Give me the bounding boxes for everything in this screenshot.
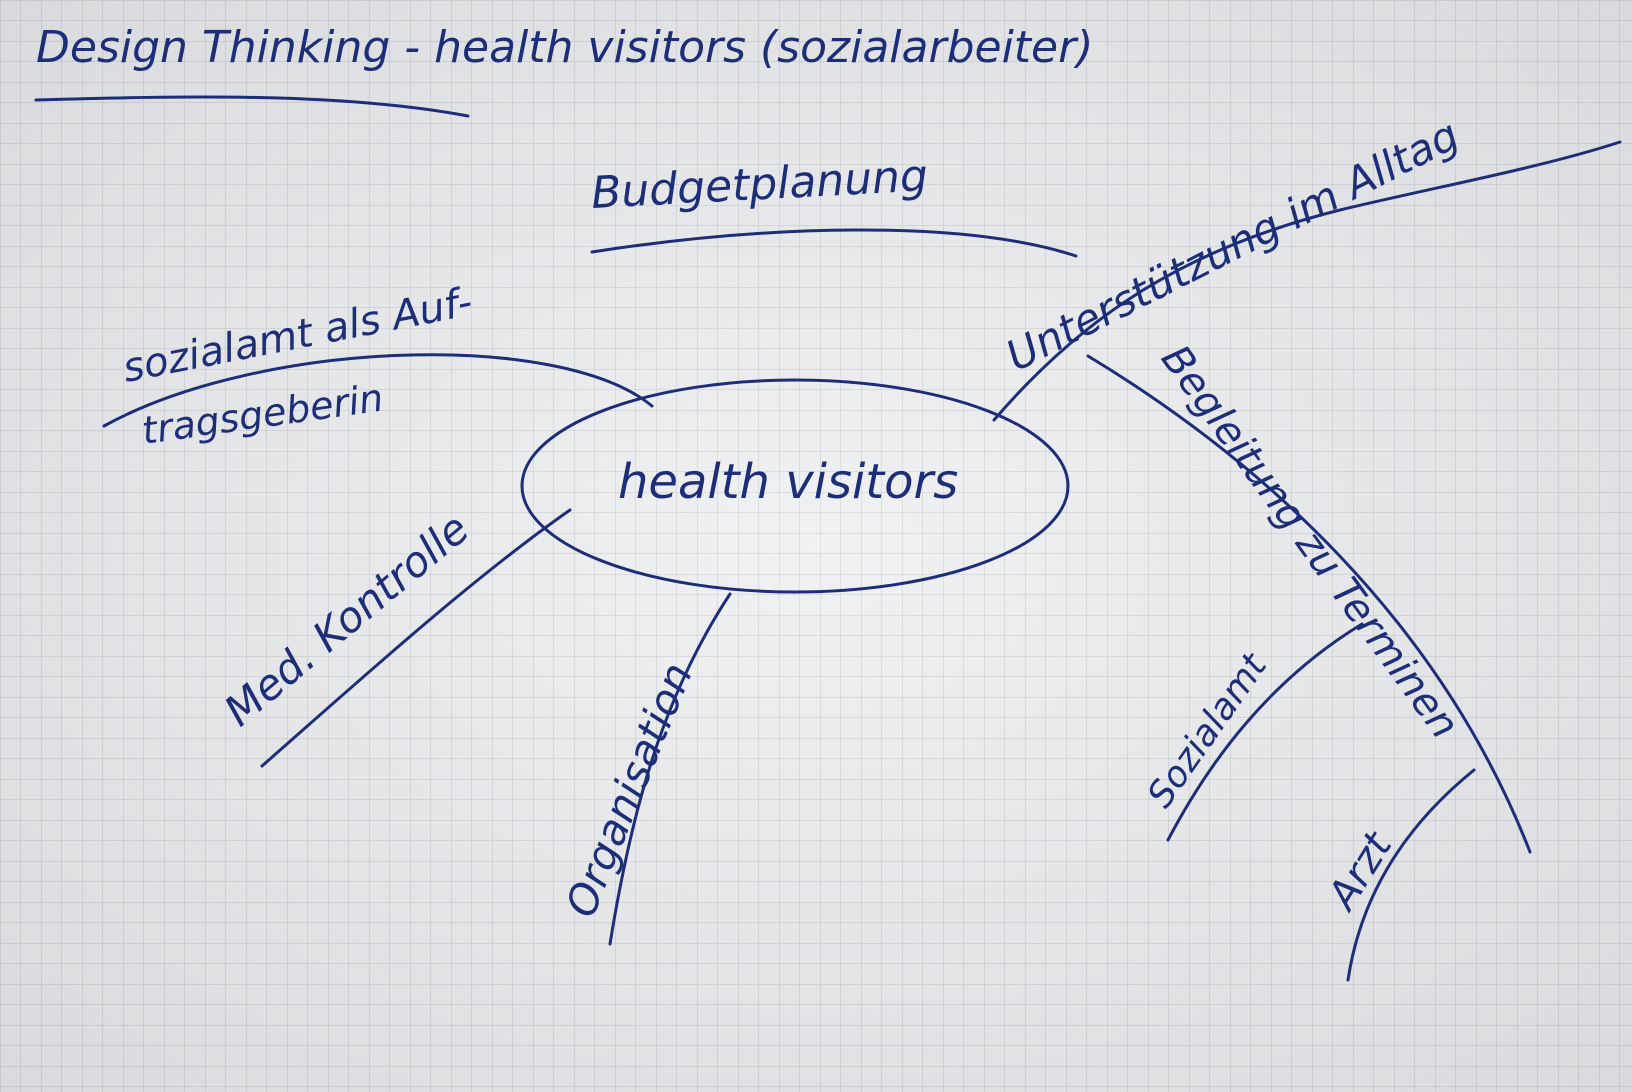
sub-arzt-line	[1346, 768, 1476, 982]
center-node-outline	[520, 378, 1070, 594]
sub-sozialamt-line	[1166, 622, 1364, 842]
center-node-label: health visitors	[618, 454, 958, 510]
begleitung-line	[1086, 354, 1532, 854]
med-kontrolle-line	[260, 508, 572, 768]
organisation-line	[608, 592, 732, 946]
page-title: Design Thinking - health visitors (sozia…	[36, 22, 1093, 73]
unterstuetzung-line	[992, 140, 1622, 422]
budgetplanung-line	[590, 228, 1078, 258]
sozialamt-line	[102, 353, 654, 428]
title-underline	[34, 95, 470, 118]
